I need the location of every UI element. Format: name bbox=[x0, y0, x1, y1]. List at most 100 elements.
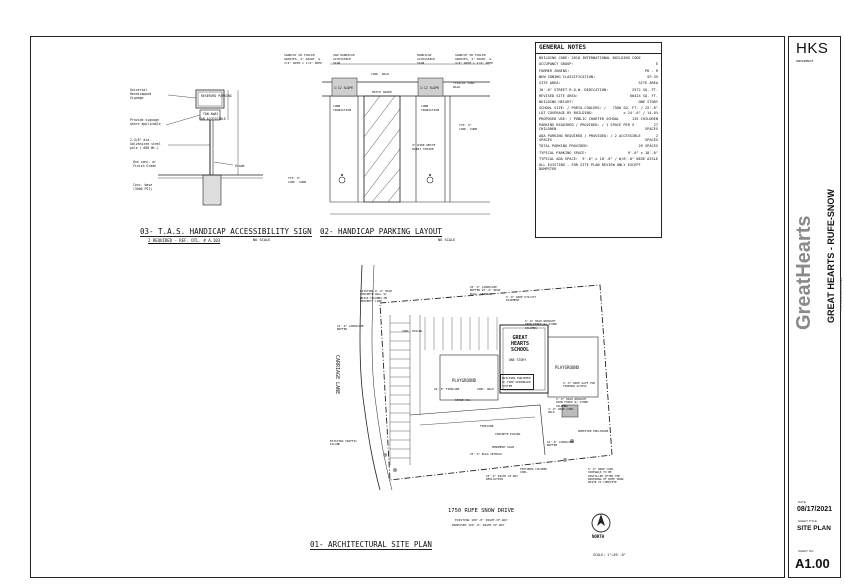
sheet-title: SITE PLAN bbox=[797, 525, 831, 532]
sign-detail-drawing bbox=[158, 89, 263, 206]
parking-label-grooves-r: SANDCUT OR TOOLED GROOVES, 4" APART, & 3… bbox=[455, 53, 493, 65]
general-notes-rows: BUILDING CODE: 2018 INTERNATIONAL BUILDI… bbox=[536, 56, 661, 171]
row-note-2: PROPOSED 120'-0" RIGHT-OF-WAY bbox=[452, 523, 505, 527]
parking-label-curb-l: CURB TRANSITION bbox=[333, 104, 352, 112]
sign-label-reserved: RESERVED PARKING bbox=[201, 94, 232, 98]
note-value: 9'-0" x 18'-0" bbox=[627, 150, 658, 155]
parking-detail-title: 02- HANDICAP PARKING LAYOUT bbox=[320, 227, 442, 237]
sheet-title-label: SHEET TITLE bbox=[798, 519, 817, 523]
site-callout: 4'-0" WIDE CONC. WALK bbox=[548, 407, 575, 415]
site-plan-scale: SCALE: 1"=30'-0" bbox=[593, 553, 626, 557]
north-label: NORTH bbox=[592, 534, 605, 539]
site-callout: 24'-0" FIRELANE bbox=[434, 387, 460, 391]
general-note-row: PROPOSED USE: / PUBLIC CHARTER SCHOOL 135… bbox=[536, 117, 661, 121]
site-callout: CONCRETE PAVING bbox=[495, 432, 521, 436]
note-key: TOTAL PARKING PROVIDED: bbox=[539, 144, 589, 149]
drawing-border bbox=[30, 36, 785, 578]
general-note-row: SITE AREA:SITE AREA bbox=[536, 81, 661, 85]
note-key: TYPICAL PARKING SPACE: bbox=[539, 150, 587, 155]
general-note-row: TOTAL PARKING PROVIDED: 29 SPACES bbox=[536, 144, 661, 148]
note-key: OCCUPANCY GROUP: bbox=[539, 62, 574, 67]
note-key: NEW ZONING CLASSIFICATION: bbox=[539, 74, 596, 79]
site-callout: CONC. PAVING bbox=[402, 329, 423, 333]
general-note-row: NEW ZONING CLASSIFICATION: SP-35 bbox=[536, 75, 661, 79]
site-callout: STONE COL. bbox=[455, 398, 472, 402]
sign-label-pole: 2-3/8" dia. Galvanized steel pole (.080 … bbox=[130, 138, 161, 150]
site-callout: 5'-0" WIDE UTILITY EASEMENT bbox=[506, 295, 537, 303]
note-value: 60424 SQ. FT. bbox=[629, 93, 658, 98]
sign-label-grade: Grade bbox=[235, 164, 245, 168]
general-notes-table: GENERAL NOTES BUILDING CODE: 2018 INTERN… bbox=[535, 42, 662, 238]
parking-label-curb-typ: TYP. 6" CONC. CURB bbox=[459, 123, 478, 131]
site-callout: CONC. WALK bbox=[477, 387, 494, 391]
note-key: PARKING REQUIRED / PROVIDED: / 1 SPACE P… bbox=[539, 123, 635, 132]
general-note-row: BUILDING CODE: 2018 INTERNATIONAL BUILDI… bbox=[536, 56, 661, 60]
parking-label-typ-walk: TYPICAL CONC. WALK bbox=[453, 81, 477, 89]
general-note-row: ALL EXISTING - FOR SITE PLAN REVIEW ONLY… bbox=[536, 163, 661, 171]
site-callout: 6'-0" WIDE GATE FOR FIREMAN ACCESS bbox=[563, 381, 595, 389]
sign-detail-scale: NO SCALE bbox=[253, 238, 271, 242]
note-value: 27 SPACES bbox=[645, 123, 658, 132]
general-note-row: 10'-0" STREET R.O.W. DEDICATION:2572 SQ.… bbox=[536, 88, 661, 92]
site-callout: TEXTURED COLORED CONC. bbox=[520, 467, 547, 475]
sheet-date: 08/17/2021 bbox=[797, 506, 833, 513]
site-callout: 25'-0" LANDSCAPE BUFFER 25'-0" REAR BLDG… bbox=[470, 285, 501, 296]
general-note-row: PARKING REQUIRED / PROVIDED: / 1 SPACE P… bbox=[536, 123, 661, 131]
parking-label-hc-sign: HANDICAP ACCESSIBLE SIGN bbox=[417, 53, 436, 65]
building-sub: ONE STORY bbox=[509, 358, 527, 362]
note-value: E bbox=[655, 62, 658, 67]
site-callout: MONUMENT SIGN bbox=[492, 445, 514, 449]
sign-label-provide: Provide signage where applicable bbox=[130, 118, 161, 126]
note-value: 7500 SQ. FT. / 25'-8" x 24'-6" / 14.0% bbox=[612, 106, 658, 115]
note-key: BUILDING CODE: 2018 INTERNATIONAL BUILDI… bbox=[539, 56, 641, 61]
note-value: 135 CHILDREN bbox=[632, 116, 658, 121]
parking-label-curb-typ2: TYP. 6" CONC. CURB bbox=[288, 176, 307, 184]
note-key: 10'-0" STREET R.O.W. DEDICATION: bbox=[539, 87, 609, 92]
site-callout: 10'-0" LANDSCAPE BUFFER bbox=[547, 440, 574, 448]
sign-label-base: Conc. base (3000 PSI) bbox=[133, 183, 153, 191]
parking-label-slope-l: 1:12 SLOPE bbox=[334, 86, 354, 90]
sprinkler-note: BUILDING EQUIPPED W/ FIRE SPRINKLER SYST… bbox=[500, 374, 534, 390]
parking-label-stripe: 4" WIDE WHITE PAINT STRIPE bbox=[412, 143, 436, 151]
site-plan-drawing bbox=[359, 264, 613, 491]
note-key: PROPOSED USE: / PUBLIC CHARTER SCHOOL bbox=[539, 116, 620, 121]
site-plan-title: 01- ARCHITECTURAL SITE PLAN bbox=[310, 540, 432, 550]
site-callout: 10'-0" RIGHT-OF-WAY DEDICATION bbox=[486, 474, 518, 482]
general-note-row: REVISED SITE AREA:60424 SQ. FT. bbox=[536, 94, 661, 98]
playground-1: PLAYGROUND bbox=[452, 378, 477, 383]
note-key: TYPICAL ADA SPACE: bbox=[539, 156, 578, 161]
note-value: SP-35 bbox=[647, 74, 658, 79]
general-notes-title: GENERAL NOTES bbox=[536, 43, 661, 54]
general-note-row: TYPICAL ADA SPACE: 9'-0" x 18'-0" / W/8'-… bbox=[536, 157, 661, 161]
date-label: DATE bbox=[798, 500, 806, 504]
note-key: BUILDING HEIGHT: bbox=[539, 100, 574, 105]
project-name: GREAT HEARTS - RUFE-SNOW bbox=[826, 189, 836, 323]
note-value: 9'-0" x 18'-0" / W/8'-0" WIDE AISLE bbox=[582, 156, 658, 161]
greathearts-logo: GreatHearts bbox=[793, 215, 816, 330]
general-note-row: SCHOOL SIZE: / PORTA-COOLERS: / LOT COVE… bbox=[536, 106, 661, 114]
site-address: 1750 RUFE SNOW DRIVE bbox=[448, 508, 515, 514]
note-value: ONE STORY bbox=[638, 100, 658, 105]
site-callout: 6'-0" HIGH WROUGHT IRON FENCE W/ STONE C… bbox=[525, 319, 557, 330]
street-label: CARRIAGE LANE bbox=[334, 355, 340, 395]
sign-label-van: VAN ACCESSIBLE bbox=[199, 117, 226, 121]
parking-label-walk: CONC. WALK bbox=[371, 72, 390, 76]
sheet-number: A1.00 bbox=[795, 556, 830, 571]
site-callout: FIRELANE bbox=[480, 424, 494, 428]
note-key: SCHOOL SIZE: / PORTA-COOLERS: / LOT COVE… bbox=[539, 106, 607, 115]
north-arrow-icon bbox=[591, 513, 611, 533]
note-value: 29 SPACES bbox=[638, 144, 658, 149]
parking-label-slope-r: 1:12 SLOPE bbox=[420, 86, 440, 90]
parking-label-curb-r: CURB TRANSITION bbox=[421, 104, 440, 112]
site-callout: 5'-0" WIDE CONC. SIDEWALK TO BE INSTALLE… bbox=[588, 467, 624, 485]
building-name: GREAT HEARTS SCHOOL bbox=[510, 335, 530, 353]
note-value: 2 SPACES bbox=[645, 133, 658, 142]
row-note-1: EXISTING 100'-0" RIGHT-OF-WAY bbox=[455, 518, 508, 522]
sign-label-grade1: One conc. or Finish Grade bbox=[133, 160, 157, 168]
site-callout: DUMPSTER ENCLOSURE bbox=[578, 429, 609, 433]
general-note-row: TYPICAL PARKING SPACE: 9'-0" x 18'-0" bbox=[536, 151, 661, 155]
note-key: SITE AREA: bbox=[539, 81, 561, 86]
general-note-row: ADA PARKING REQUIRED / PROVIDED: / 2 ACC… bbox=[536, 134, 661, 142]
site-callout: EXISTING TRAFFIC ISLAND bbox=[330, 439, 357, 447]
general-note-row: OCCUPANCY GROUP: E bbox=[536, 62, 661, 66]
